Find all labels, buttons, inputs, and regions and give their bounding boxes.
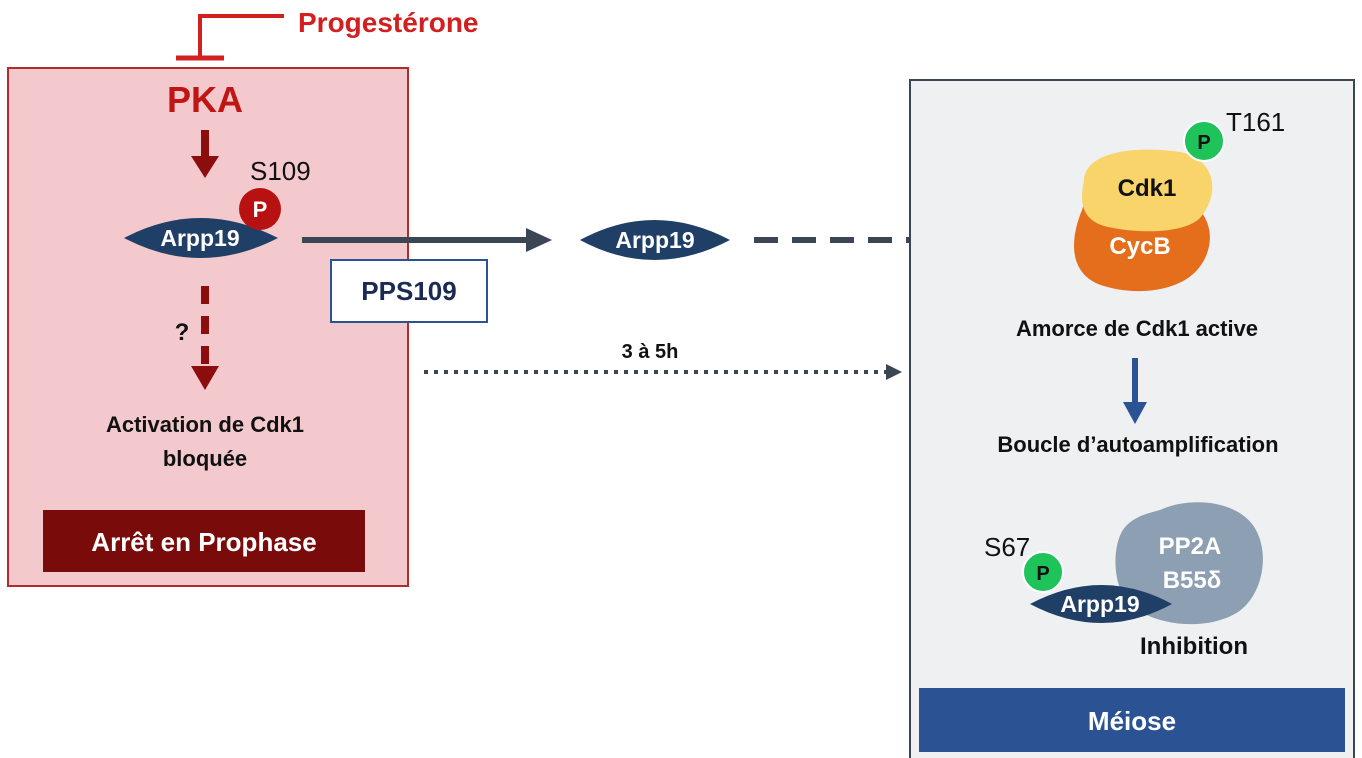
phospho-circle-s67	[1022, 551, 1064, 593]
cycb-label: CycB	[1109, 233, 1170, 260]
blocked-arrow-head	[191, 366, 219, 390]
pps109-label: PPS109	[361, 276, 456, 306]
active-cdk1-label: Amorce de Cdk1 active	[1016, 316, 1258, 341]
pka-label: PKA	[167, 79, 243, 120]
autoamplification-label: Boucle d’autoamplification	[997, 432, 1278, 457]
prophase-status-label: Arrêt en Prophase	[91, 527, 316, 557]
phospho-label-s109: P	[253, 197, 268, 222]
phospho-label-t161: P	[1197, 132, 1210, 154]
arpp19-shape-left	[124, 218, 278, 258]
pka-arrow-head	[191, 156, 219, 178]
s109-site-label: S109	[250, 156, 311, 186]
right-panel: Cdk1 CycB P T161 Amorce de Cdk1 active B…	[909, 79, 1355, 758]
progesterone-label: Progestérone	[298, 7, 479, 38]
s67-site-label: S67	[984, 532, 1030, 562]
arpp19-shape-middle	[580, 220, 730, 260]
prophase-status-box	[43, 510, 365, 572]
cdk1-label: Cdk1	[1118, 175, 1177, 202]
progesterone-inhibition: Progestérone	[176, 7, 479, 61]
meiosis-status-label: Méiose	[1088, 706, 1176, 736]
phospho-label-s67: P	[1036, 563, 1049, 585]
dephospho-arrow-head	[526, 228, 552, 252]
inhibition-label: Inhibition	[1140, 633, 1248, 660]
loop-arrow-head	[1123, 402, 1147, 424]
arpp19-shape-right	[1030, 585, 1172, 623]
pp2a-label-line1: PP2A	[1159, 533, 1222, 560]
blocked-activation-line1: Activation de Cdk1	[106, 412, 304, 437]
cdk1-shape	[1082, 149, 1213, 232]
unknown-question-mark: ?	[175, 319, 190, 346]
phospho-circle-s109	[239, 188, 281, 230]
meiosis-status-box	[919, 688, 1345, 752]
arpp19-label-right: Arpp19	[1060, 591, 1139, 617]
arpp19-label-middle: Arpp19	[615, 227, 694, 253]
pps109-box	[330, 259, 488, 323]
left-panel: PKA S109 Arpp19 P ? Activation de Cdk1 b…	[7, 67, 409, 587]
blocked-activation-line2: bloquée	[163, 446, 247, 471]
pp2a-label-line2: B55δ	[1163, 567, 1222, 594]
pp2a-shape	[1115, 502, 1263, 625]
t161-site-label: T161	[1226, 107, 1285, 137]
arpp19-label-left: Arpp19	[160, 225, 239, 251]
timeline-dotted-arrow-head	[886, 364, 902, 380]
inhibition-line	[198, 14, 284, 58]
phospho-circle-t161	[1183, 120, 1225, 162]
time-label: 3 à 5h	[622, 341, 679, 363]
